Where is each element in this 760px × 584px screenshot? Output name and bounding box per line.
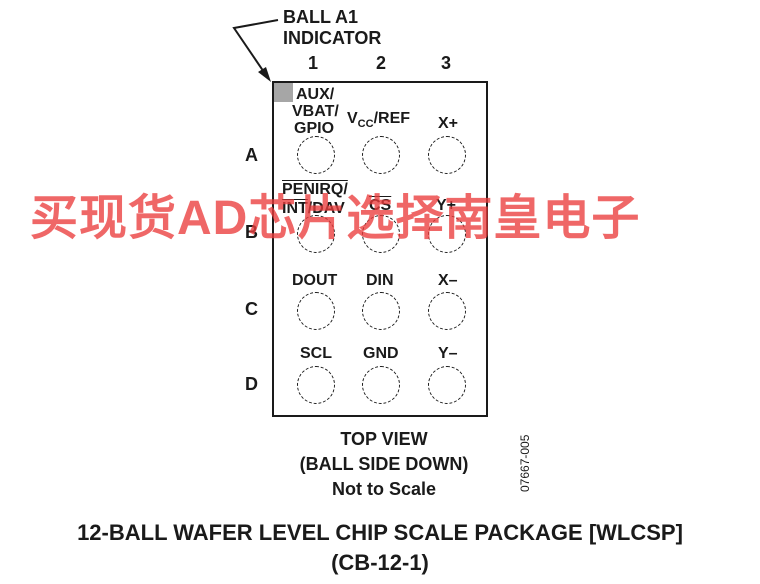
label-A2-rest: /REF <box>373 110 411 127</box>
ball-B2 <box>362 215 400 253</box>
label-D1: SCL <box>300 345 332 362</box>
ball-B3 <box>428 215 466 253</box>
ball-A3 <box>428 136 466 174</box>
row-C: C <box>245 299 258 319</box>
caption-line1: 12-BALL WAFER LEVEL CHIP SCALE PACKAGE [… <box>77 520 683 545</box>
ball-A1 <box>297 136 335 174</box>
label-B1-dav: /DAV <box>307 200 345 217</box>
label-C1: DOUT <box>292 272 338 289</box>
indicator-label: BALL A1 INDICATOR <box>283 7 381 49</box>
label-B1-line2: INT/DAV <box>282 199 348 218</box>
label-A1-line3: GPIO <box>294 120 335 137</box>
ball-A2 <box>362 136 400 174</box>
label-A1-line1: AUX/ <box>296 86 335 103</box>
caption-line2: (CB-12-1) <box>331 550 429 575</box>
view-notes: TOP VIEW (BALL SIDE DOWN) Not to Scale <box>224 427 544 502</box>
label-A3: X+ <box>438 115 459 132</box>
label-B2: CS <box>369 197 392 214</box>
row-B: B <box>245 222 258 242</box>
label-B3: Y+ <box>436 197 457 214</box>
label-B1: PENIRQ/ INT/DAV <box>282 180 348 218</box>
ball-D3 <box>428 366 466 404</box>
ball-C1 <box>297 292 335 330</box>
ball-B1 <box>297 215 335 253</box>
column-1: 1 <box>308 53 319 73</box>
label-A2: VCC/REF <box>347 110 410 130</box>
row-A: A <box>245 145 258 165</box>
row-D: D <box>245 374 258 394</box>
ball-a1-marker <box>274 83 293 102</box>
part-code: 07667-005 <box>518 434 532 492</box>
ball-D1 <box>297 366 335 404</box>
column-3: 3 <box>441 53 452 73</box>
label-B1-line1: PENIRQ/ <box>282 181 348 198</box>
label-A2-main: V <box>347 110 358 127</box>
indicator-line2: INDICATOR <box>283 28 382 48</box>
ball-C3 <box>428 292 466 330</box>
label-D3: Y– <box>438 345 458 362</box>
label-D2: GND <box>363 345 399 362</box>
label-B1-int: INT <box>282 200 308 217</box>
column-2: 2 <box>376 53 387 73</box>
ball-C2 <box>362 292 400 330</box>
view-line1: TOP VIEW <box>340 429 428 449</box>
watermark-text: 买现货AD芯片选择南皇电子 <box>30 192 641 245</box>
label-C3: X– <box>438 272 458 289</box>
label-C2: DIN <box>366 272 394 289</box>
label-A1-line2: VBAT/ <box>292 103 339 120</box>
package-outline <box>272 81 488 417</box>
label-A1: AUX/ VBAT/ GPIO <box>292 86 339 137</box>
indicator-line1: BALL A1 <box>283 7 359 27</box>
ball-D2 <box>362 366 400 404</box>
view-line2: (BALL SIDE DOWN) <box>299 454 469 474</box>
label-A2-sub: CC <box>357 118 374 131</box>
view-line3: Not to Scale <box>331 479 437 499</box>
